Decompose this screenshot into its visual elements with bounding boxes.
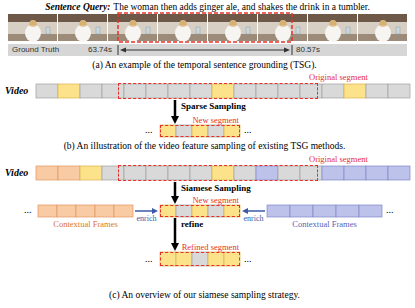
refined-segment-box: Refined segment <box>160 252 240 266</box>
video-strip: VideoOriginal segment <box>36 84 410 98</box>
segment-label: New segment <box>192 115 239 125</box>
video-cells-c <box>36 166 410 180</box>
enrich-arrow <box>135 210 154 212</box>
video-cells-b <box>36 84 410 98</box>
band-label: Ground Truth <box>12 44 59 56</box>
query-heading: Sentence Query: <box>45 2 110 12</box>
edge-label: Sparse Sampling <box>181 101 246 111</box>
ellipsis-mark: ... <box>145 253 153 265</box>
segment-label: Refined segment <box>182 242 239 252</box>
contextual-frames: Contextual Frames <box>38 205 133 217</box>
segment-label: New segment <box>192 195 239 205</box>
sampling-arrow <box>174 218 177 245</box>
contextual-label: Contextual Frames <box>38 219 133 229</box>
ellipsis-mark: ... <box>145 124 153 136</box>
video-frames <box>8 14 407 42</box>
ground-truth-band: Ground Truth 63.74s 80.57s <box>8 44 407 56</box>
original-segment-box: Original segment <box>118 165 318 181</box>
figure-caption: (b) An illustration of the video feature… <box>0 141 412 152</box>
enrich-arrow <box>247 210 266 212</box>
sampling-arrow <box>174 100 177 118</box>
contextual-cells-left <box>38 205 133 217</box>
contextual-label: Contextual Frames <box>267 219 382 229</box>
original-segment-box: Original segment <box>118 83 318 99</box>
video-label: Video <box>5 84 28 98</box>
figure-caption: (c) An overview of our siamese sampling … <box>0 290 412 301</box>
start-time: 63.74s <box>88 44 112 56</box>
new-segment-box: New segment <box>160 205 240 217</box>
edge-label: Siamese Sampling <box>181 183 251 193</box>
segment-label: Original segment <box>309 154 368 164</box>
segment-label: Original segment <box>309 72 368 82</box>
edge-label: enrich <box>244 214 264 223</box>
ground-truth-frames-box <box>118 13 292 42</box>
ground-truth-band-fill <box>8 44 407 56</box>
ellipsis-mark: ... <box>244 253 252 265</box>
new-segment-cells-b <box>160 125 240 137</box>
ellipsis-mark: ... <box>386 204 394 216</box>
ellipsis-mark: ... <box>244 124 252 136</box>
ellipsis-mark: ... <box>24 204 32 216</box>
refined-segment-cells <box>160 252 240 266</box>
query-sentence: The woman then adds ginger ale, and shak… <box>113 2 369 12</box>
contextual-cells-right <box>267 205 382 217</box>
contextual-frames: Contextual Frames <box>267 205 382 217</box>
video-label: Video <box>5 166 28 180</box>
edge-label: enrich <box>137 214 157 223</box>
new-segment-box: New segment <box>160 125 240 137</box>
edge-label: refine <box>181 219 203 229</box>
figure-caption: (a) An example of the temporal sentence … <box>0 60 412 71</box>
new-segment-cells-c <box>160 205 240 217</box>
end-time: 80.57s <box>296 44 320 56</box>
sentence-query-line: Sentence Query:The woman then adds ginge… <box>0 1 415 13</box>
sampling-arrow <box>174 182 177 198</box>
video-strip: VideoOriginal segment <box>36 166 410 180</box>
